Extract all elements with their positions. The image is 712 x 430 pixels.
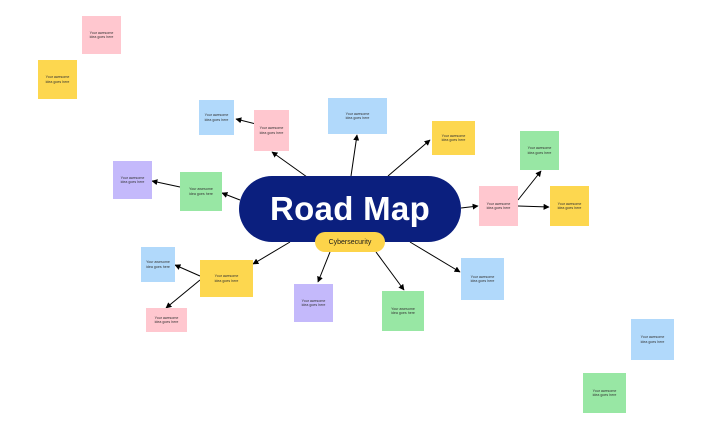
arrow-pink-to-blue-upper-left [235, 117, 257, 125]
arrow-to-pink-upper-left [271, 151, 308, 178]
note-text: Your awesome idea goes here [486, 201, 511, 210]
arrow-to-purple-bottom [317, 251, 331, 283]
road-map-title: Road Map [269, 190, 431, 227]
arrow-to-yellow-upper-right [387, 139, 431, 177]
cybersecurity-tag[interactable]: Cybersecurity [315, 232, 385, 252]
note-text: Your awesome idea goes here [204, 113, 229, 122]
sticky-note[interactable]: Your awesome idea goes here [82, 16, 121, 54]
arrow-yellow-to-pink-bottom-left [165, 279, 201, 309]
note-text: Your awesome idea goes here [189, 187, 213, 196]
arrow-green-to-purple-left [151, 179, 181, 188]
cybersecurity-label: Cybersecurity [328, 238, 372, 246]
sticky-note[interactable]: Your awesome idea goes here [38, 60, 77, 99]
sticky-note[interactable]: Your awesome idea goes here [382, 291, 424, 331]
arrow-to-yellow-lower-left [252, 241, 291, 265]
sticky-note[interactable]: Your awesome idea goes here [432, 121, 475, 155]
arrow-to-green-left [221, 192, 241, 201]
arrow-pink-to-yellow-right [517, 203, 550, 210]
note-text: Your awesome idea goes here [470, 274, 495, 283]
arrow-to-pink-right [460, 203, 479, 210]
note-text: Your awesome idea goes here [557, 201, 582, 210]
note-text: Your awesome idea goes here [391, 306, 415, 315]
sticky-note[interactable]: Your awesome idea goes here [141, 247, 175, 282]
sticky-note[interactable]: Your awesome idea goes here [294, 284, 333, 322]
note-text: Your awesome idea goes here [259, 126, 284, 135]
sticky-note[interactable]: Your awesome idea goes here [550, 186, 589, 226]
note-text: Your awesome idea goes here [592, 388, 617, 397]
note-text: Your awesome idea goes here [89, 30, 114, 39]
sticky-note[interactable]: Your awesome idea goes here [180, 172, 222, 211]
note-text: Your awesome idea goes here [45, 75, 70, 84]
note-text: Your awesome idea goes here [301, 298, 326, 307]
arrow-to-green-bottom [375, 251, 405, 291]
sticky-note[interactable]: Your awesome idea goes here [113, 161, 152, 199]
note-text: Your awesome idea goes here [345, 111, 370, 120]
sticky-note[interactable]: Your awesome idea goes here [479, 186, 518, 226]
sticky-note[interactable]: Your awesome idea goes here [200, 260, 253, 297]
sticky-note[interactable]: Your awesome idea goes here [328, 98, 387, 134]
sticky-note[interactable]: Your awesome idea goes here [631, 319, 674, 360]
sticky-note[interactable]: Your awesome idea goes here [146, 308, 187, 332]
note-text: Your awesome idea goes here [640, 335, 665, 344]
note-text: Your awesome idea goes here [527, 146, 552, 155]
sticky-note[interactable]: Your awesome idea goes here [254, 110, 289, 151]
sticky-note[interactable]: Your awesome idea goes here [583, 373, 626, 413]
sticky-note[interactable]: Your awesome idea goes here [520, 131, 559, 170]
arrow-to-blue-lower-right [409, 241, 461, 273]
note-text: Your awesome idea goes here [120, 175, 145, 184]
arrow-yellow-to-blue-lower-left [174, 264, 201, 277]
note-text: Your awesome idea goes here [441, 133, 466, 142]
note-text: Your awesome idea goes here [214, 274, 239, 283]
arrow-to-blue-top [350, 134, 360, 177]
road-map-title-node[interactable]: Road Map [239, 176, 461, 242]
sticky-note[interactable]: Your awesome idea goes here [199, 100, 234, 135]
note-text: Your awesome idea goes here [154, 315, 179, 324]
sticky-note[interactable]: Your awesome idea goes here [461, 258, 504, 300]
arrow-pink-to-green-right-top [517, 170, 542, 201]
note-text: Your awesome idea goes here [146, 260, 170, 269]
